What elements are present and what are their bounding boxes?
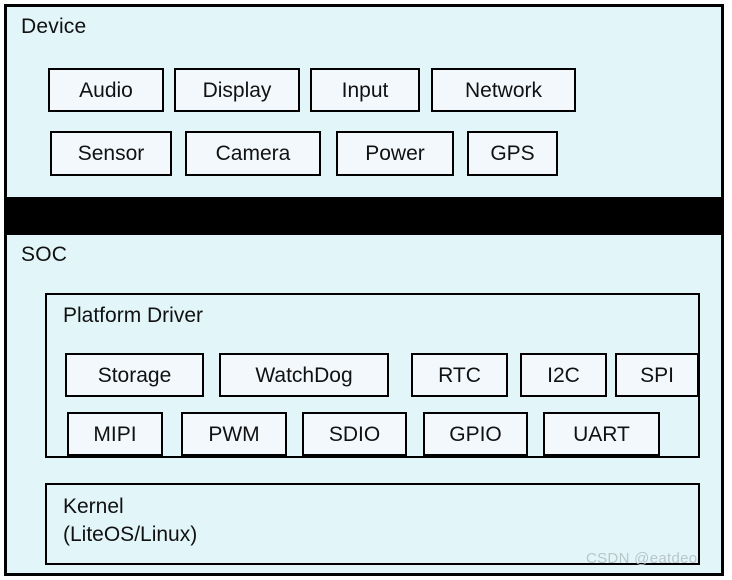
device-chip-display[interactable]: Display: [174, 68, 300, 112]
platform-driver-chip-uart[interactable]: UART: [543, 412, 660, 456]
kernel-title: Kernel: [63, 495, 124, 518]
chip-label: Power: [365, 142, 425, 165]
chip-label: Input: [341, 78, 389, 102]
chip-label: SDIO: [328, 422, 381, 446]
chip-label: Network: [464, 78, 543, 102]
kernel-box: Kernel (LiteOS/Linux): [45, 483, 700, 565]
device-layer-title: Device: [21, 15, 87, 38]
chip-label: Storage: [97, 363, 172, 387]
chip-label: SPI: [640, 363, 674, 387]
device-chip-sensor[interactable]: Sensor: [50, 131, 172, 176]
chip-label: GPIO: [449, 422, 502, 446]
chip-label: I2C: [547, 363, 580, 387]
chip-label: WatchDog: [255, 363, 353, 387]
soc-layer-title: SOC: [21, 243, 68, 266]
chip-label: UART: [573, 422, 630, 446]
device-chip-power[interactable]: Power: [336, 131, 454, 176]
device-chip-camera[interactable]: Camera: [185, 131, 321, 176]
platform-driver-title: Platform Driver: [63, 304, 204, 327]
platform-driver-box: Platform Driver Storage WatchDog RTC I2C SPI…: [45, 293, 700, 458]
chip-label: RTC: [438, 363, 481, 387]
device-chip-audio[interactable]: Audio: [48, 68, 164, 112]
platform-driver-chip-pwm[interactable]: PWM: [181, 412, 287, 456]
soc-layer: SOC Platform Driver Storage WatchDog RTC I2…: [4, 232, 724, 576]
platform-driver-chip-i2c[interactable]: I2C: [520, 353, 607, 397]
chip-label: PWM: [208, 422, 260, 446]
device-chip-gps[interactable]: GPS: [467, 131, 558, 176]
platform-driver-chip-storage[interactable]: Storage: [65, 353, 204, 397]
platform-driver-chip-gpio[interactable]: GPIO: [423, 412, 528, 456]
device-layer: Device Audio Display Input Network Sensor Ca…: [4, 4, 724, 200]
chip-label: GPS: [490, 142, 535, 165]
chip-label: Sensor: [77, 142, 145, 165]
device-chip-network[interactable]: Network: [431, 68, 576, 112]
chip-label: Display: [202, 78, 272, 102]
device-chip-input[interactable]: Input: [310, 68, 420, 112]
platform-driver-chip-spi[interactable]: SPI: [615, 353, 699, 397]
chip-label: MIPI: [93, 422, 137, 446]
platform-driver-chip-rtc[interactable]: RTC: [411, 353, 508, 397]
platform-driver-chip-mipi[interactable]: MIPI: [67, 412, 163, 456]
layer-divider-band: [4, 199, 724, 232]
platform-driver-chip-sdio[interactable]: SDIO: [302, 412, 407, 456]
chip-label: Audio: [79, 78, 133, 102]
kernel-subtitle: (LiteOS/Linux): [63, 523, 198, 546]
platform-driver-chip-watchdog[interactable]: WatchDog: [219, 353, 389, 397]
chip-label: Camera: [215, 142, 291, 165]
